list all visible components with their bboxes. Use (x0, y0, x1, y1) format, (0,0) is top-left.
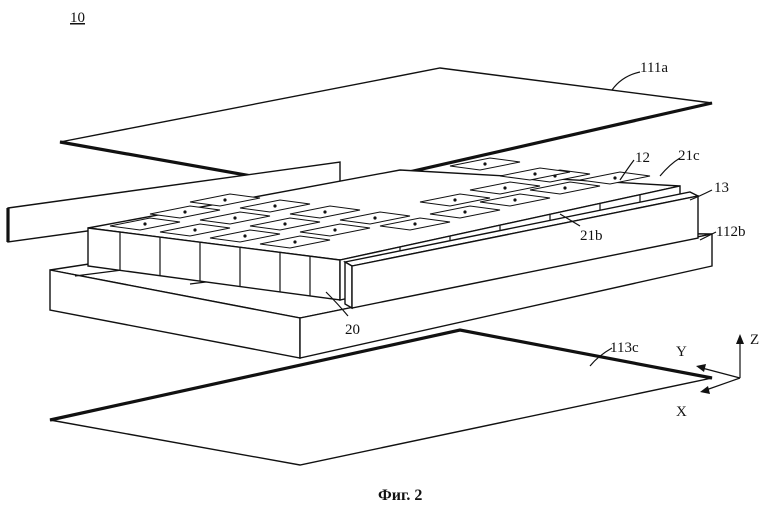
label-top-cover: 111a (640, 60, 668, 76)
axis-label-x: X (676, 404, 687, 420)
label-cell-side: 21b (580, 228, 603, 244)
axis-label-y: Y (676, 344, 687, 360)
axis-label-z: Z (750, 332, 759, 348)
label-cell-corner: 21c (678, 148, 700, 164)
label-module: 20 (345, 322, 360, 338)
label-cell-top: 12 (635, 150, 650, 166)
label-base-plate: 112b (716, 224, 745, 240)
figure-reference-number: 10 (70, 10, 85, 26)
figure-caption: Фиг. 2 (378, 487, 422, 504)
label-side-plate: 13 (714, 180, 729, 196)
label-bottom-cover: 113c (610, 340, 639, 356)
axis-indicator (696, 334, 744, 394)
